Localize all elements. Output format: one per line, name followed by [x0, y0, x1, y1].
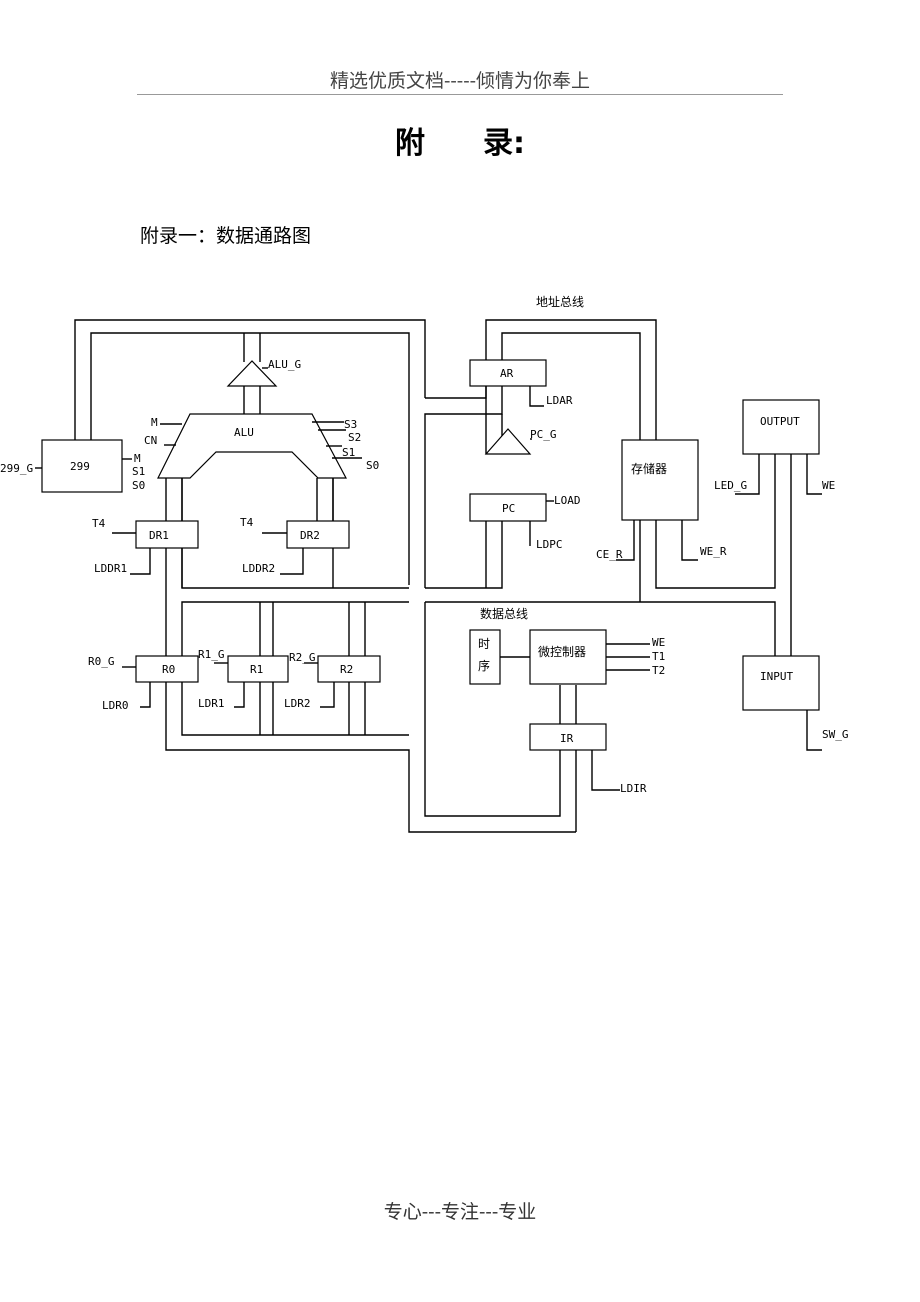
title-part-2: 录: [483, 126, 525, 161]
signal-m-alu: M [151, 416, 158, 429]
signal-ce-r: CE_R [596, 548, 623, 561]
signal-ldr1: LDR1 [198, 697, 225, 710]
signal-t4-dr2: T4 [240, 516, 254, 529]
alu-unit [157, 413, 347, 479]
signal-s0-299: S0 [132, 479, 145, 492]
register-299 [41, 439, 123, 493]
signal-ldr2: LDR2 [284, 697, 311, 710]
ir-label: IR [560, 732, 574, 745]
microcontroller-block [529, 629, 607, 685]
signal-s1-alu: S1 [342, 446, 355, 459]
pc-g-buffer [484, 428, 532, 455]
signal-s3: S3 [344, 418, 357, 431]
control-signal-lines [35, 367, 822, 791]
input-label: INPUT [760, 670, 793, 683]
signal-t2: T2 [652, 664, 665, 677]
signal-ldr0: LDR0 [102, 699, 129, 712]
page-footer: 专心---专注---专业 [383, 1201, 537, 1223]
input-device [742, 655, 820, 711]
signal-ldpc: LDPC [536, 538, 563, 551]
r1-register [227, 655, 289, 683]
signal-load: LOAD [554, 494, 581, 507]
ar-register [469, 359, 547, 387]
signal-t1: T1 [652, 650, 665, 663]
header-rule [137, 94, 783, 95]
alu-g-buffer [226, 360, 278, 387]
signal-lddr2: LDDR2 [242, 562, 275, 575]
r2-label: R2 [340, 663, 353, 676]
datapath-diagram: 地址总线 数据总线 ALU 299 DR1 DR2 R0 R1 R2 AR PC… [0, 295, 849, 833]
output-label: OUTPUT [760, 415, 800, 428]
r1-label: R1 [250, 663, 263, 676]
timing-label-2: 序 [478, 658, 490, 673]
dr1-label: DR1 [149, 529, 169, 542]
signal-we-r: WE_R [700, 545, 727, 558]
signal-alu-g: ALU_G [268, 358, 301, 371]
signal-led-g: LED_G [714, 479, 747, 492]
data-bus-label: 数据总线 [480, 606, 528, 621]
page-header: 精选优质文档-----倾情为你奉上 [329, 70, 591, 92]
page-title: 附 录: [0, 118, 920, 162]
left-bus-wires [74, 319, 576, 833]
signal-we-microcontroller: WE [652, 636, 665, 649]
alu-label: ALU [234, 426, 254, 439]
signal-s1-299: S1 [132, 465, 145, 478]
output-device [742, 399, 820, 455]
signal-s2: S2 [348, 431, 361, 444]
dr2-register [286, 520, 350, 549]
ir-register [529, 723, 607, 751]
signal-s0-alu: S0 [366, 459, 379, 472]
signal-t4-dr1: T4 [92, 517, 106, 530]
signal-ldir: LDIR [620, 782, 647, 795]
pc-register [469, 493, 547, 522]
address-bus-label: 地址总线 [536, 295, 584, 309]
r299-label: 299 [70, 460, 90, 473]
dr2-label: DR2 [300, 529, 320, 542]
pc-label: PC [502, 502, 515, 515]
timing-generator [469, 629, 501, 685]
r0-label: R0 [162, 663, 175, 676]
title-part-1: 附 [395, 126, 425, 161]
signal-sw-g: SW_G [822, 728, 849, 741]
signal-pc-g: PC_G [530, 428, 557, 441]
signal-cn: CN [144, 434, 157, 447]
r2-register [317, 655, 381, 683]
signal-ldar: LDAR [546, 394, 573, 407]
memory-label: 存储器 [631, 461, 667, 476]
right-bus-wires [424, 319, 792, 832]
signal-299-g: 299_G [0, 462, 33, 475]
signal-r0-g: R0_G [88, 655, 115, 668]
ar-label: AR [500, 367, 514, 380]
signal-m-299: M [134, 452, 141, 465]
dr1-register [135, 520, 199, 549]
memory-block [621, 439, 699, 521]
section-subtitle: 附录一：数据通路图 [140, 225, 312, 247]
timing-label-1: 时 [478, 637, 490, 651]
signal-we-output: WE [822, 479, 835, 492]
signal-r1-g: R1_G [198, 648, 225, 661]
signal-r2-g: R2_G [289, 651, 316, 664]
microcontroller-label: 微控制器 [538, 645, 586, 659]
r0-register [135, 655, 199, 683]
signal-lddr1: LDDR1 [94, 562, 127, 575]
